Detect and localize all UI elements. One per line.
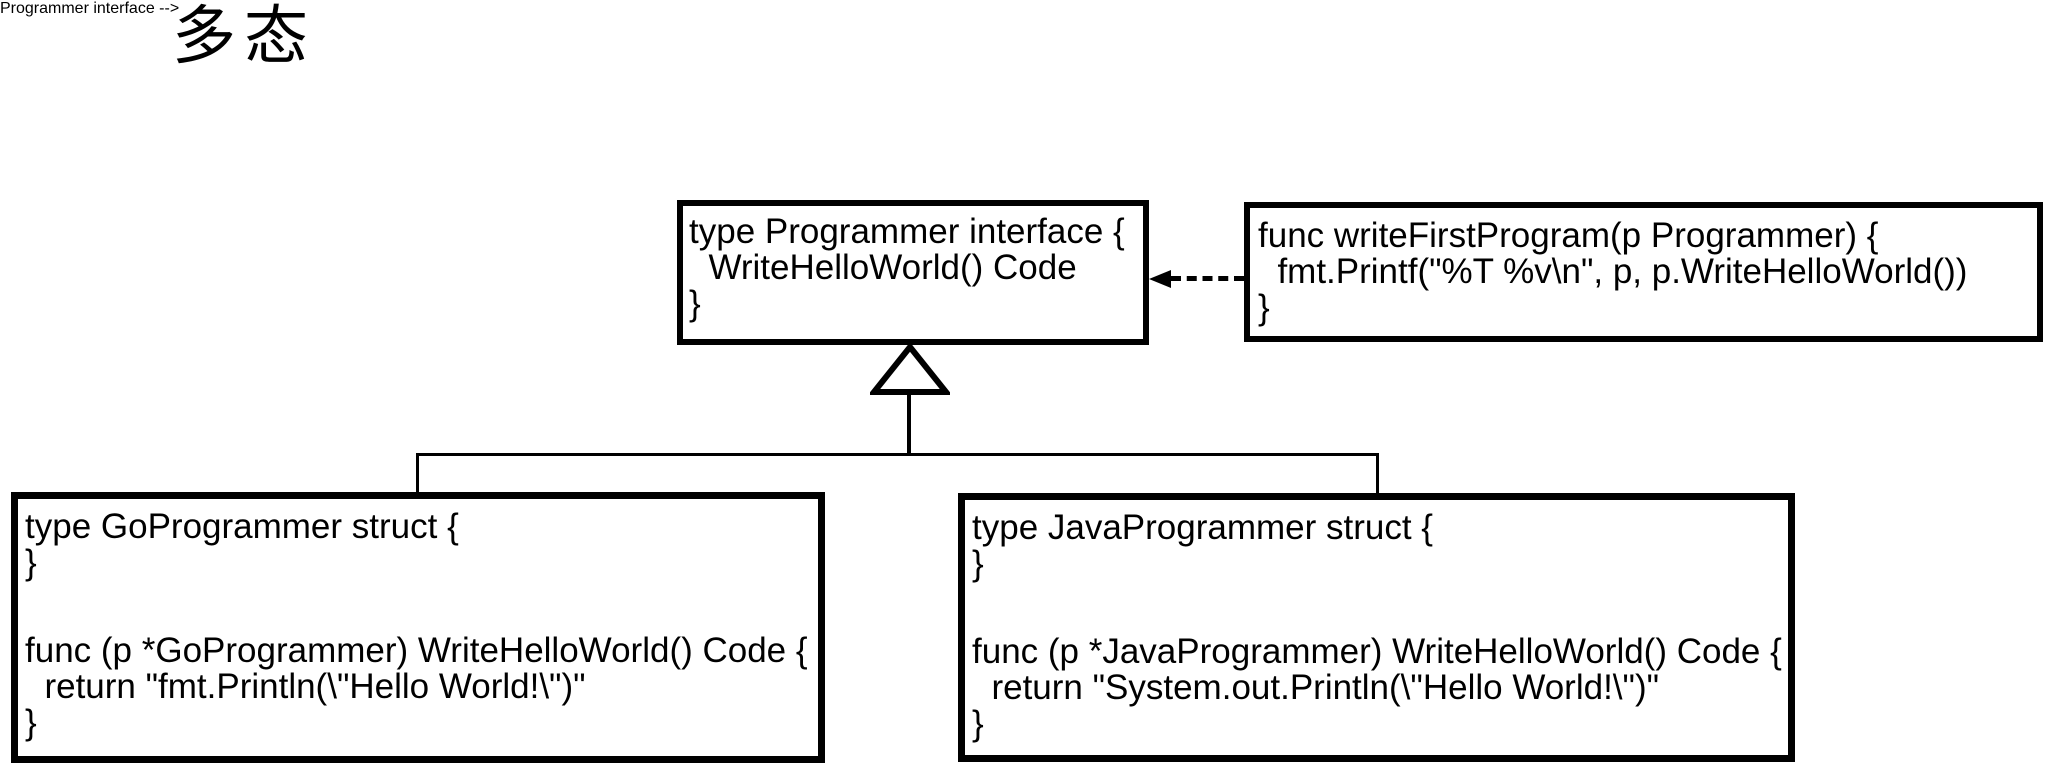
programmer-interface-box: type Programmer interface { WriteHelloWo… [677, 200, 1149, 345]
connector-horizontal-line [416, 453, 1379, 456]
java-programmer-struct-code: type JavaProgrammer struct { } [972, 508, 1433, 583]
page-title: 多态 [172, 0, 316, 72]
go-programmer-struct-code: type GoProgrammer struct { } [25, 507, 459, 582]
write-first-program-code: func writeFirstProgram(p Programmer) { f… [1258, 216, 1968, 327]
programmer-interface-code: type Programmer interface { WriteHelloWo… [689, 212, 1125, 323]
generalization-triangle-icon [870, 343, 950, 395]
connector-left-drop-line [416, 453, 419, 493]
java-programmer-box: type JavaProgrammer struct { } func (p *… [958, 493, 1795, 762]
generalization-stem-line [907, 394, 911, 455]
go-programmer-method-code: func (p *GoProgrammer) WriteHelloWorld()… [25, 631, 808, 742]
write-first-program-box: func writeFirstProgram(p Programmer) { f… [1244, 202, 2043, 342]
go-programmer-box: type GoProgrammer struct { } func (p *Go… [11, 492, 825, 763]
connector-right-drop-line [1376, 453, 1379, 494]
java-programmer-method-code: func (p *JavaProgrammer) WriteHelloWorld… [972, 632, 1782, 743]
dependency-dashed-line [1171, 276, 1244, 281]
dependency-arrowhead-icon [1149, 270, 1171, 288]
